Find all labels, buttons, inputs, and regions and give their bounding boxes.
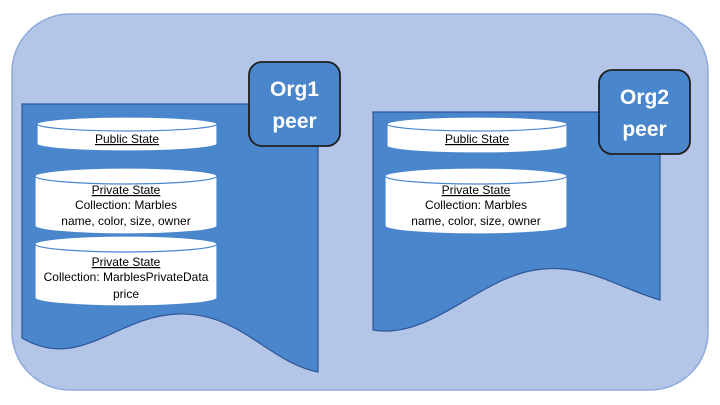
org1-public-state-db: Public State xyxy=(36,116,218,152)
org2-public-state-title: Public State xyxy=(445,132,509,146)
org1-private-state-title: Private State xyxy=(92,183,161,197)
org1-peer-label-line2: peer xyxy=(272,110,316,133)
org1-peer-group: Public State Private State Collection: M… xyxy=(21,61,341,373)
org1-private-data-fields: price xyxy=(113,287,139,301)
org1-private-data-db: Private State Collection: MarblesPrivate… xyxy=(34,235,218,307)
org2-private-state-title: Private State xyxy=(442,183,511,197)
org2-peer-group: Public State Private State Collection: M… xyxy=(372,69,691,332)
org1-private-state-fields: name, color, size, owner xyxy=(61,214,190,228)
org2-private-state-fields: name, color, size, owner xyxy=(411,214,540,228)
org2-peer-label-line1: Org2 xyxy=(620,86,669,109)
org2-peer-label-line2: peer xyxy=(622,118,666,141)
org1-private-data-collection: Collection: MarblesPrivateData xyxy=(44,270,209,284)
org1-private-data-title: Private State xyxy=(92,255,161,269)
org2-private-state-collection: Collection: Marbles xyxy=(425,198,527,212)
org1-peer-label-line1: Org1 xyxy=(270,78,319,101)
org2-public-state-db: Public State xyxy=(386,116,568,154)
org1-public-state-title: Public State xyxy=(95,132,159,146)
org2-peer-label-box: Org2 peer xyxy=(598,69,691,155)
org1-private-state-collection: Collection: Marbles xyxy=(75,198,177,212)
org1-private-state-db: Private State Collection: Marbles name, … xyxy=(34,167,218,235)
org1-peer-label-box: Org1 peer xyxy=(248,61,341,147)
org2-private-state-db: Private State Collection: Marbles name, … xyxy=(384,167,568,235)
